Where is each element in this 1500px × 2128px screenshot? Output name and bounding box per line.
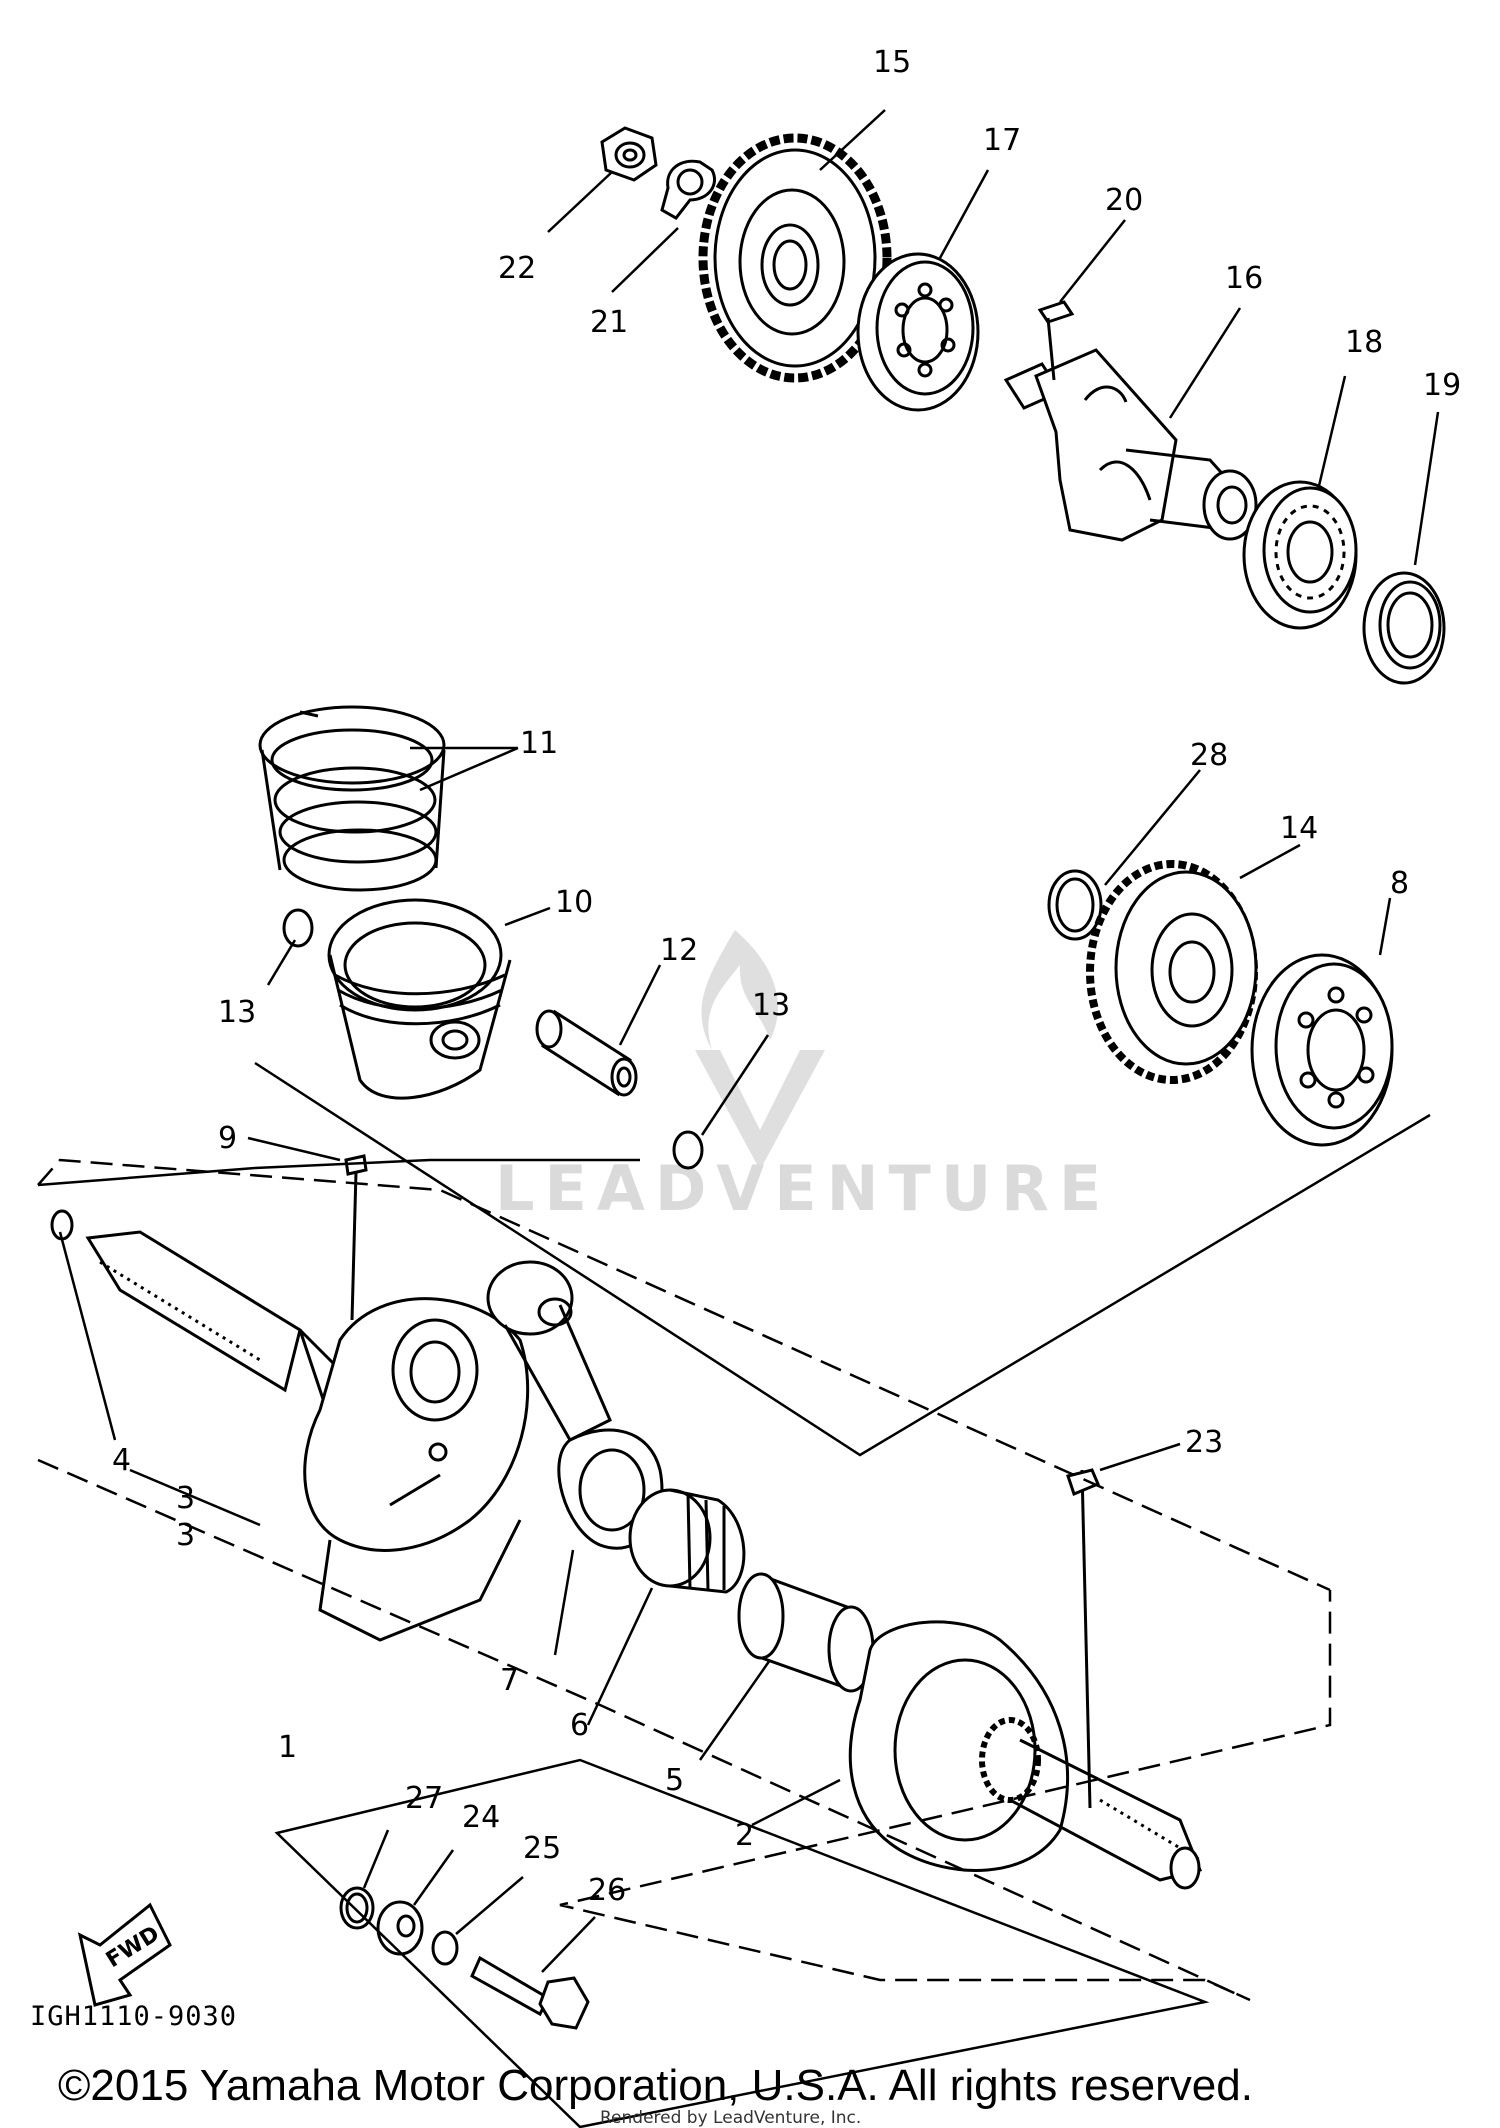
crank-pin-part-5 bbox=[737, 1572, 875, 1693]
bracket-outline-hardware bbox=[274, 1758, 1210, 2128]
key-part-9 bbox=[344, 1154, 368, 1321]
callout-14: 14 bbox=[1280, 811, 1318, 846]
callout-20: 20 bbox=[1105, 183, 1143, 218]
oil-seal-part-19 bbox=[1362, 571, 1446, 685]
callout-3b: 3 bbox=[176, 1518, 195, 1553]
callout-10: 10 bbox=[555, 885, 593, 920]
callout-9: 9 bbox=[218, 1121, 237, 1156]
callout-8: 8 bbox=[1390, 866, 1409, 901]
assembly-outlines bbox=[37, 1061, 1431, 2128]
nut-part-22 bbox=[600, 126, 658, 182]
needle-bearing-part-6 bbox=[628, 1488, 746, 1594]
callout-22: 22 bbox=[498, 251, 536, 286]
rendered-by-text: Rendered by LeadVenture, Inc. bbox=[600, 2108, 861, 2128]
callout-18: 18 bbox=[1345, 325, 1383, 360]
fwd-arrow-icon bbox=[77, 1902, 172, 2007]
callout-15: 15 bbox=[873, 45, 911, 80]
crankshaft-right-part-2 bbox=[848, 1469, 1203, 1890]
leader-lines bbox=[58, 109, 1440, 1973]
callout-28: 28 bbox=[1190, 738, 1228, 773]
balancer-gear-part-15 bbox=[698, 133, 892, 383]
piston-part-10 bbox=[327, 898, 512, 1100]
callout-23: 23 bbox=[1185, 1425, 1223, 1460]
circlip-part-13-left bbox=[282, 908, 314, 948]
callout-19: 19 bbox=[1423, 368, 1461, 403]
callout-7: 7 bbox=[500, 1663, 519, 1698]
circlip-part-28 bbox=[1047, 869, 1103, 941]
callout-13a: 13 bbox=[218, 995, 256, 1030]
callouts: 1 2 3 3 4 5 6 7 8 9 10 11 12 13 13 14 15… bbox=[112, 45, 1461, 1908]
callout-26: 26 bbox=[588, 1873, 626, 1908]
callout-12: 12 bbox=[660, 933, 698, 968]
crankshaft-group bbox=[50, 1154, 1203, 1890]
bracket-outline-part-1 bbox=[37, 1158, 1332, 2002]
watermark: LEADVENTURE bbox=[495, 930, 1111, 1225]
callout-13b: 13 bbox=[752, 988, 790, 1023]
bolt-part-26 bbox=[470, 1955, 590, 2030]
copyright-text: ©2015 Yamaha Motor Corporation, U.S.A. A… bbox=[58, 2061, 1253, 2110]
callout-6: 6 bbox=[570, 1708, 589, 1743]
bracket-outline-part-3 bbox=[254, 1061, 1431, 1457]
crankshaft-left-part-3 bbox=[50, 1209, 530, 1642]
watermark-text: LEADVENTURE bbox=[495, 1152, 1111, 1225]
piston-pin-part-12 bbox=[535, 1009, 638, 1097]
callout-16: 16 bbox=[1225, 261, 1263, 296]
callout-1: 1 bbox=[278, 1730, 297, 1765]
fwd-arrow: FWD bbox=[77, 1902, 172, 2007]
callout-27: 27 bbox=[405, 1781, 443, 1816]
callout-25: 25 bbox=[523, 1831, 561, 1866]
balancer-shaft-part-16 bbox=[1003, 317, 1258, 542]
circlip-part-13-right bbox=[672, 1130, 704, 1170]
callout-21: 21 bbox=[590, 305, 628, 340]
callout-5: 5 bbox=[665, 1763, 684, 1798]
lock-washer-part-21 bbox=[660, 159, 716, 220]
bracket-line-part-3 bbox=[37, 1158, 640, 1187]
key-part-23 bbox=[1066, 1468, 1100, 1497]
washer-part-24 bbox=[376, 1900, 424, 1956]
callout-17: 17 bbox=[983, 123, 1021, 158]
callout-3a: 3 bbox=[176, 1481, 195, 1516]
o-ring-part-27 bbox=[339, 1886, 375, 1930]
callout-24: 24 bbox=[462, 1800, 500, 1835]
piston-group bbox=[258, 705, 704, 1170]
drawing-code: IGH1110-9030 bbox=[30, 2001, 237, 2032]
watermark-v-mark bbox=[695, 1050, 825, 1170]
crank-gear-group bbox=[1047, 860, 1394, 1147]
gear-part-14 bbox=[1086, 860, 1258, 1084]
bearing-part-8 bbox=[1250, 953, 1394, 1147]
spring-washer-part-25 bbox=[431, 1930, 459, 1966]
key-part-20 bbox=[1037, 300, 1075, 324]
balancer-group bbox=[600, 126, 1446, 685]
callout-2: 2 bbox=[735, 1818, 754, 1853]
callout-4: 4 bbox=[112, 1443, 131, 1478]
watermark-logo bbox=[701, 930, 778, 1050]
bearing-part-18 bbox=[1242, 480, 1358, 630]
hardware-group bbox=[339, 1886, 590, 2030]
piston-ring-set-part-11 bbox=[258, 705, 446, 892]
bearing-part-17 bbox=[856, 252, 980, 412]
callout-11: 11 bbox=[520, 726, 558, 761]
